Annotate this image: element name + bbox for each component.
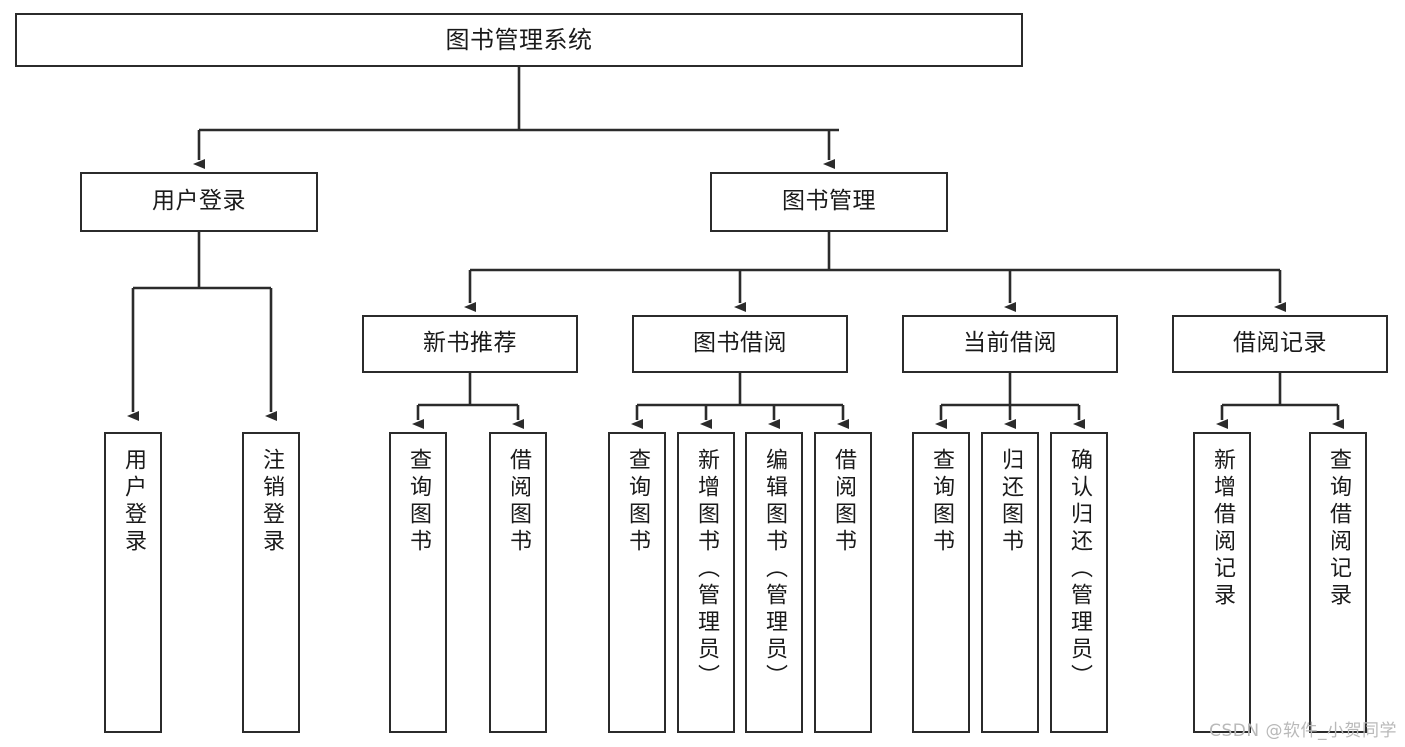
leaf-br-search-record[interactable]: 查询借阅记录: [1309, 432, 1367, 733]
leaf-bb-borrow-book[interactable]: 借阅图书: [814, 432, 872, 733]
node-root-label: 图书管理系统: [445, 25, 593, 54]
leaf-bb-edit-book-label: 编辑图书（管理员）: [762, 448, 787, 691]
node-new-book-recommend[interactable]: 新书推荐: [362, 315, 578, 373]
leaf-user-login[interactable]: 用户登录: [104, 432, 162, 733]
node-current-borrow-label: 当前借阅: [963, 330, 1057, 357]
node-book-borrow-label: 图书借阅: [693, 330, 787, 357]
leaf-cb-search-book-label: 查询图书: [929, 448, 954, 556]
leaf-logout[interactable]: 注销登录: [242, 432, 300, 733]
leaf-cb-search-book[interactable]: 查询图书: [912, 432, 970, 733]
leaf-nbr-search-book[interactable]: 查询图书: [389, 432, 447, 733]
leaf-cb-confirm-return[interactable]: 确认归还（管理员）: [1050, 432, 1108, 733]
leaf-cb-return-book-label: 归还图书: [998, 448, 1023, 556]
leaf-bb-borrow-book-label: 借阅图书: [831, 448, 856, 556]
leaf-br-add-record[interactable]: 新增借阅记录: [1193, 432, 1251, 733]
leaf-cb-confirm-return-label: 确认归还（管理员）: [1067, 448, 1092, 691]
leaf-br-add-record-label: 新增借阅记录: [1210, 448, 1235, 610]
watermark-text: CSDN @软件_小贺同学: [1209, 721, 1397, 741]
leaf-nbr-search-book-label: 查询图书: [406, 448, 431, 556]
leaf-user-login-label: 用户登录: [121, 448, 146, 556]
leaf-bb-edit-book[interactable]: 编辑图书（管理员）: [745, 432, 803, 733]
node-current-borrow[interactable]: 当前借阅: [902, 315, 1118, 373]
node-book-management-label: 图书管理: [782, 188, 876, 215]
node-root[interactable]: 图书管理系统: [15, 13, 1023, 67]
node-borrow-record[interactable]: 借阅记录: [1172, 315, 1388, 373]
leaf-bb-add-book-label: 新增图书（管理员）: [694, 448, 719, 691]
node-book-management[interactable]: 图书管理: [710, 172, 948, 232]
leaf-bb-add-book[interactable]: 新增图书（管理员）: [677, 432, 735, 733]
leaf-nbr-borrow-book-label: 借阅图书: [506, 448, 531, 556]
node-book-borrow[interactable]: 图书借阅: [632, 315, 848, 373]
node-user-login[interactable]: 用户登录: [80, 172, 318, 232]
leaf-bb-search-book[interactable]: 查询图书: [608, 432, 666, 733]
leaf-logout-label: 注销登录: [259, 448, 284, 556]
node-new-book-recommend-label: 新书推荐: [423, 330, 517, 357]
node-borrow-record-label: 借阅记录: [1233, 330, 1327, 357]
leaf-br-search-record-label: 查询借阅记录: [1326, 448, 1351, 610]
leaf-bb-search-book-label: 查询图书: [625, 448, 650, 556]
leaf-nbr-borrow-book[interactable]: 借阅图书: [489, 432, 547, 733]
leaf-cb-return-book[interactable]: 归还图书: [981, 432, 1039, 733]
node-user-login-label: 用户登录: [152, 188, 246, 215]
